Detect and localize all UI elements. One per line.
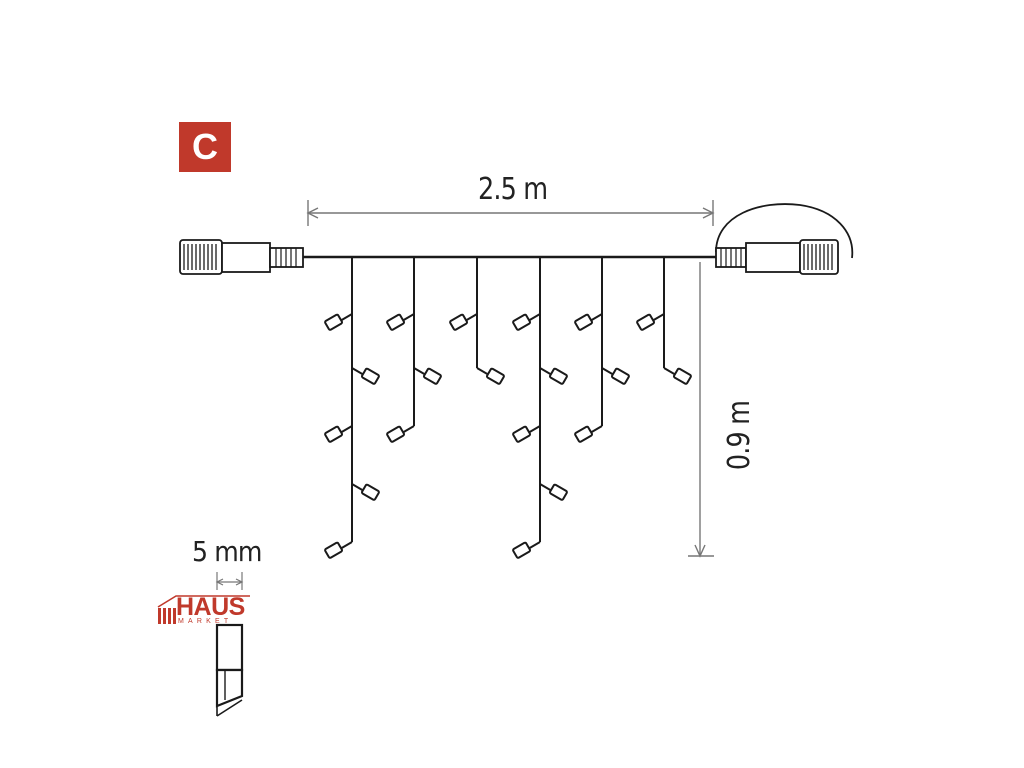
led-bulb — [573, 425, 603, 444]
led-bulbs — [323, 313, 693, 560]
led-bulb — [663, 367, 693, 386]
logo-word: HAUS — [176, 593, 245, 621]
led-bulb — [413, 367, 443, 386]
drop-height-label: 0.9 m — [722, 400, 758, 471]
led-bulb — [635, 313, 665, 332]
led-bulb — [351, 367, 381, 386]
led-bulb — [539, 367, 569, 386]
left-connector — [179, 239, 304, 275]
led-bulb — [539, 483, 569, 502]
led-bulb — [385, 425, 415, 444]
haus-market-logo: HAUS MARKET — [154, 588, 258, 632]
led-bulb — [601, 367, 631, 386]
drop-wires — [351, 257, 665, 542]
drop-height-dimension-line — [688, 262, 714, 558]
led-bulb — [323, 313, 353, 332]
length-dimension-line — [306, 200, 715, 226]
led-bulb — [351, 483, 381, 502]
led-bulb — [511, 541, 541, 560]
version-badge-label: C — [192, 126, 218, 167]
led-bulb — [573, 313, 603, 332]
led-bulb — [448, 313, 478, 332]
led-bulb — [511, 313, 541, 332]
right-connector — [715, 203, 854, 275]
led-bulb — [511, 425, 541, 444]
led-bulb — [323, 425, 353, 444]
logo-subtitle: MARKET — [178, 618, 233, 625]
logo-mark — [157, 595, 250, 624]
length-label: 2.5 m — [478, 172, 548, 207]
led-bulb — [323, 541, 353, 560]
wire-width-label: 5 mm — [192, 535, 262, 568]
led-bulb — [385, 313, 415, 332]
led-bulb — [476, 367, 506, 386]
version-badge: C — [179, 122, 231, 172]
wire-width-detail — [215, 572, 244, 717]
